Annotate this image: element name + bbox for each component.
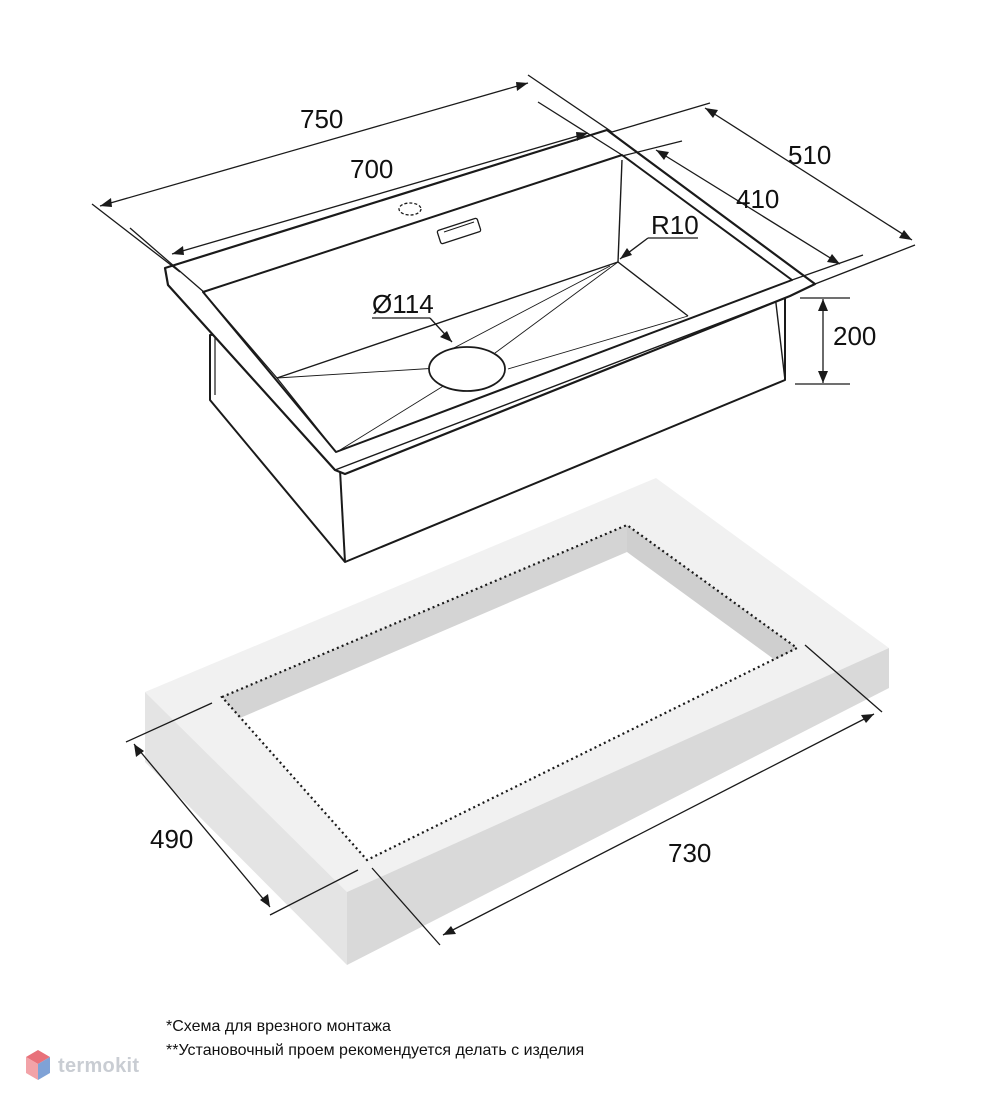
dim-drain-diameter: Ø114 — [372, 289, 434, 319]
countertop — [145, 478, 889, 965]
sink — [163, 128, 817, 563]
dim-bowl-width: 410 — [736, 184, 779, 214]
dim-overall-length: 750 — [300, 104, 343, 134]
cutout-inner-back-wall — [222, 525, 627, 718]
sink-bowl-interior — [202, 159, 689, 453]
brand-plate — [436, 217, 482, 245]
dim-corner-radius: R10 — [651, 210, 699, 240]
dimension-labels: 750 700 510 410 R10 Ø114 200 490 730 — [150, 104, 876, 868]
dim-cutout-length: 730 — [668, 838, 711, 868]
dim-overall-width: 510 — [788, 140, 831, 170]
note-mounting-scheme: *Схема для врезного монтажа — [166, 1018, 391, 1035]
note-cutout-recommendation: **Установочный проем рекомендуется делат… — [166, 1042, 585, 1059]
cutout-inner-right-wall — [627, 525, 797, 660]
cutout-dotted-outline — [220, 523, 800, 862]
drain-hole — [428, 346, 506, 392]
cube-icon — [26, 1050, 50, 1080]
sink-deck-edge — [167, 284, 791, 471]
logo-text: termokit — [58, 1054, 140, 1077]
cutout-dimension-arrows — [134, 714, 874, 935]
dim-depth: 200 — [833, 321, 876, 351]
dim-cutout-width: 490 — [150, 824, 193, 854]
sink-dimension-arrows — [100, 82, 912, 383]
dim-bowl-length: 700 — [350, 154, 393, 184]
sink-dimension-lines — [91, 74, 916, 385]
tap-hole — [398, 202, 422, 216]
countertop-front-left-face — [145, 692, 347, 965]
cutout-dimension-lines — [125, 644, 883, 946]
termokit-logo: termokit — [24, 1046, 139, 1086]
countertop-front-right-face — [347, 648, 889, 965]
countertop-top-surface — [145, 478, 889, 892]
